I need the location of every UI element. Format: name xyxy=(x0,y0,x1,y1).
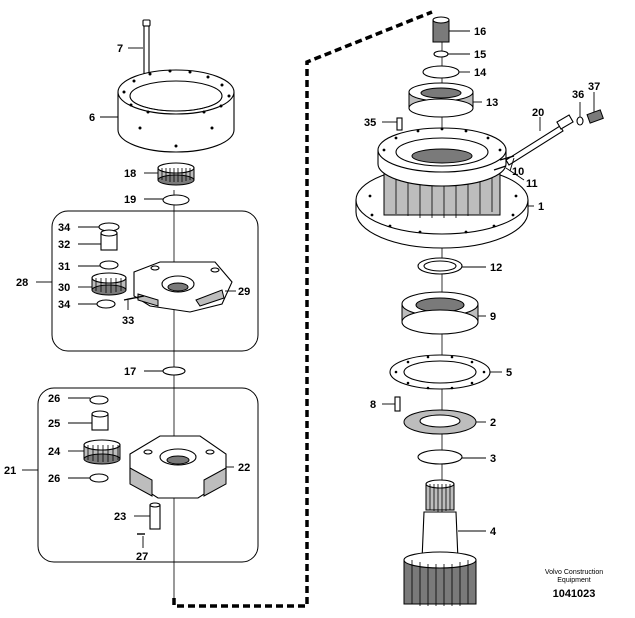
callout-1: 1 xyxy=(538,201,544,213)
ring-housing-part-6 xyxy=(117,69,235,153)
callout-5: 5 xyxy=(506,367,512,379)
cap-part-16 xyxy=(432,16,450,43)
callout-10: 10 xyxy=(512,166,524,178)
bushing-part-32 xyxy=(100,229,118,251)
callout-4: 4 xyxy=(490,526,497,538)
callout-18: 18 xyxy=(124,168,136,180)
callout-15: 15 xyxy=(474,49,486,61)
brand-line-1: Volvo Construction xyxy=(545,569,603,576)
assembly-frame-28 xyxy=(51,210,259,352)
washer-part-34-bottom xyxy=(96,299,116,309)
o-ring-part-36 xyxy=(576,116,584,126)
callout-35: 35 xyxy=(364,117,376,129)
callout-23: 23 xyxy=(114,511,126,523)
drawing-number: 1041023 xyxy=(553,588,596,600)
washer-part-19 xyxy=(162,194,190,206)
pin-part-23 xyxy=(149,502,161,530)
callout-33: 33 xyxy=(122,315,134,327)
callout-26-bottom: 26 xyxy=(48,473,60,485)
callout-32: 32 xyxy=(58,239,70,251)
brand-line-2: Equipment xyxy=(557,577,591,584)
callout-16: 16 xyxy=(474,26,486,38)
snap-ring-part-14 xyxy=(422,65,460,79)
bushing-part-25 xyxy=(91,410,109,431)
pinion-shaft-part-4 xyxy=(403,479,477,606)
callout-27: 27 xyxy=(136,551,148,563)
bolt-part-7 xyxy=(142,19,151,83)
washer-part-26-bottom xyxy=(89,473,109,483)
callout-2: 2 xyxy=(490,417,496,429)
bearing-part-13 xyxy=(408,82,474,118)
rod-part-11 xyxy=(493,165,507,171)
callout-11: 11 xyxy=(526,178,538,190)
ring-part-12 xyxy=(417,257,463,275)
carrier-part-29 xyxy=(133,261,233,313)
callout-21: 21 xyxy=(4,465,16,477)
plug-part-37 xyxy=(586,109,604,124)
pin-part-33 xyxy=(123,295,145,301)
callout-34-top: 34 xyxy=(58,222,71,234)
bearing-part-9 xyxy=(401,291,479,335)
flange-ring-part-5 xyxy=(389,354,491,390)
planet-gear-part-30 xyxy=(91,272,127,296)
carrier-part-22 xyxy=(129,435,227,499)
callout-17: 17 xyxy=(124,366,136,378)
callout-leaders xyxy=(22,30,595,548)
callout-28: 28 xyxy=(16,277,28,289)
bolt-part-8 xyxy=(394,396,401,412)
washer-part-15 xyxy=(433,50,449,58)
rod-part-10 xyxy=(499,155,515,161)
callout-14: 14 xyxy=(474,67,487,79)
callout-24: 24 xyxy=(48,446,61,458)
callout-22: 22 xyxy=(238,462,250,474)
washer-part-26-top xyxy=(89,395,109,405)
assembly-frame-21 xyxy=(37,387,259,563)
callout-6: 6 xyxy=(89,112,95,124)
sun-gear-part-18 xyxy=(157,162,195,186)
callout-36: 36 xyxy=(572,89,584,101)
callout-19: 19 xyxy=(124,194,136,206)
callout-3: 3 xyxy=(490,453,496,465)
callout-26-top: 26 xyxy=(48,393,60,405)
callout-37: 37 xyxy=(588,81,600,93)
plate-part-2 xyxy=(403,409,477,435)
housing-part-1 xyxy=(355,127,529,249)
callout-labels: 7 6 18 19 34 32 31 30 34 28 29 33 17 26 … xyxy=(4,26,600,563)
callout-13: 13 xyxy=(486,97,498,109)
callout-7: 7 xyxy=(117,43,123,55)
callout-20: 20 xyxy=(532,107,544,119)
dashed-connector xyxy=(172,10,433,608)
callout-29: 29 xyxy=(238,286,250,298)
callout-30: 30 xyxy=(58,282,70,294)
callout-12: 12 xyxy=(490,262,502,274)
callout-25: 25 xyxy=(48,418,60,430)
callout-9: 9 xyxy=(490,311,496,323)
pin-part-35 xyxy=(396,117,403,131)
callout-34-bottom: 34 xyxy=(58,299,71,311)
ring-part-3 xyxy=(417,449,463,465)
callout-8: 8 xyxy=(370,399,376,411)
washer-part-17 xyxy=(162,366,186,376)
callout-31: 31 xyxy=(58,261,70,273)
shaft-part-20 xyxy=(505,114,574,166)
planet-gear-part-24 xyxy=(83,439,121,465)
ring-part-31 xyxy=(99,260,119,270)
